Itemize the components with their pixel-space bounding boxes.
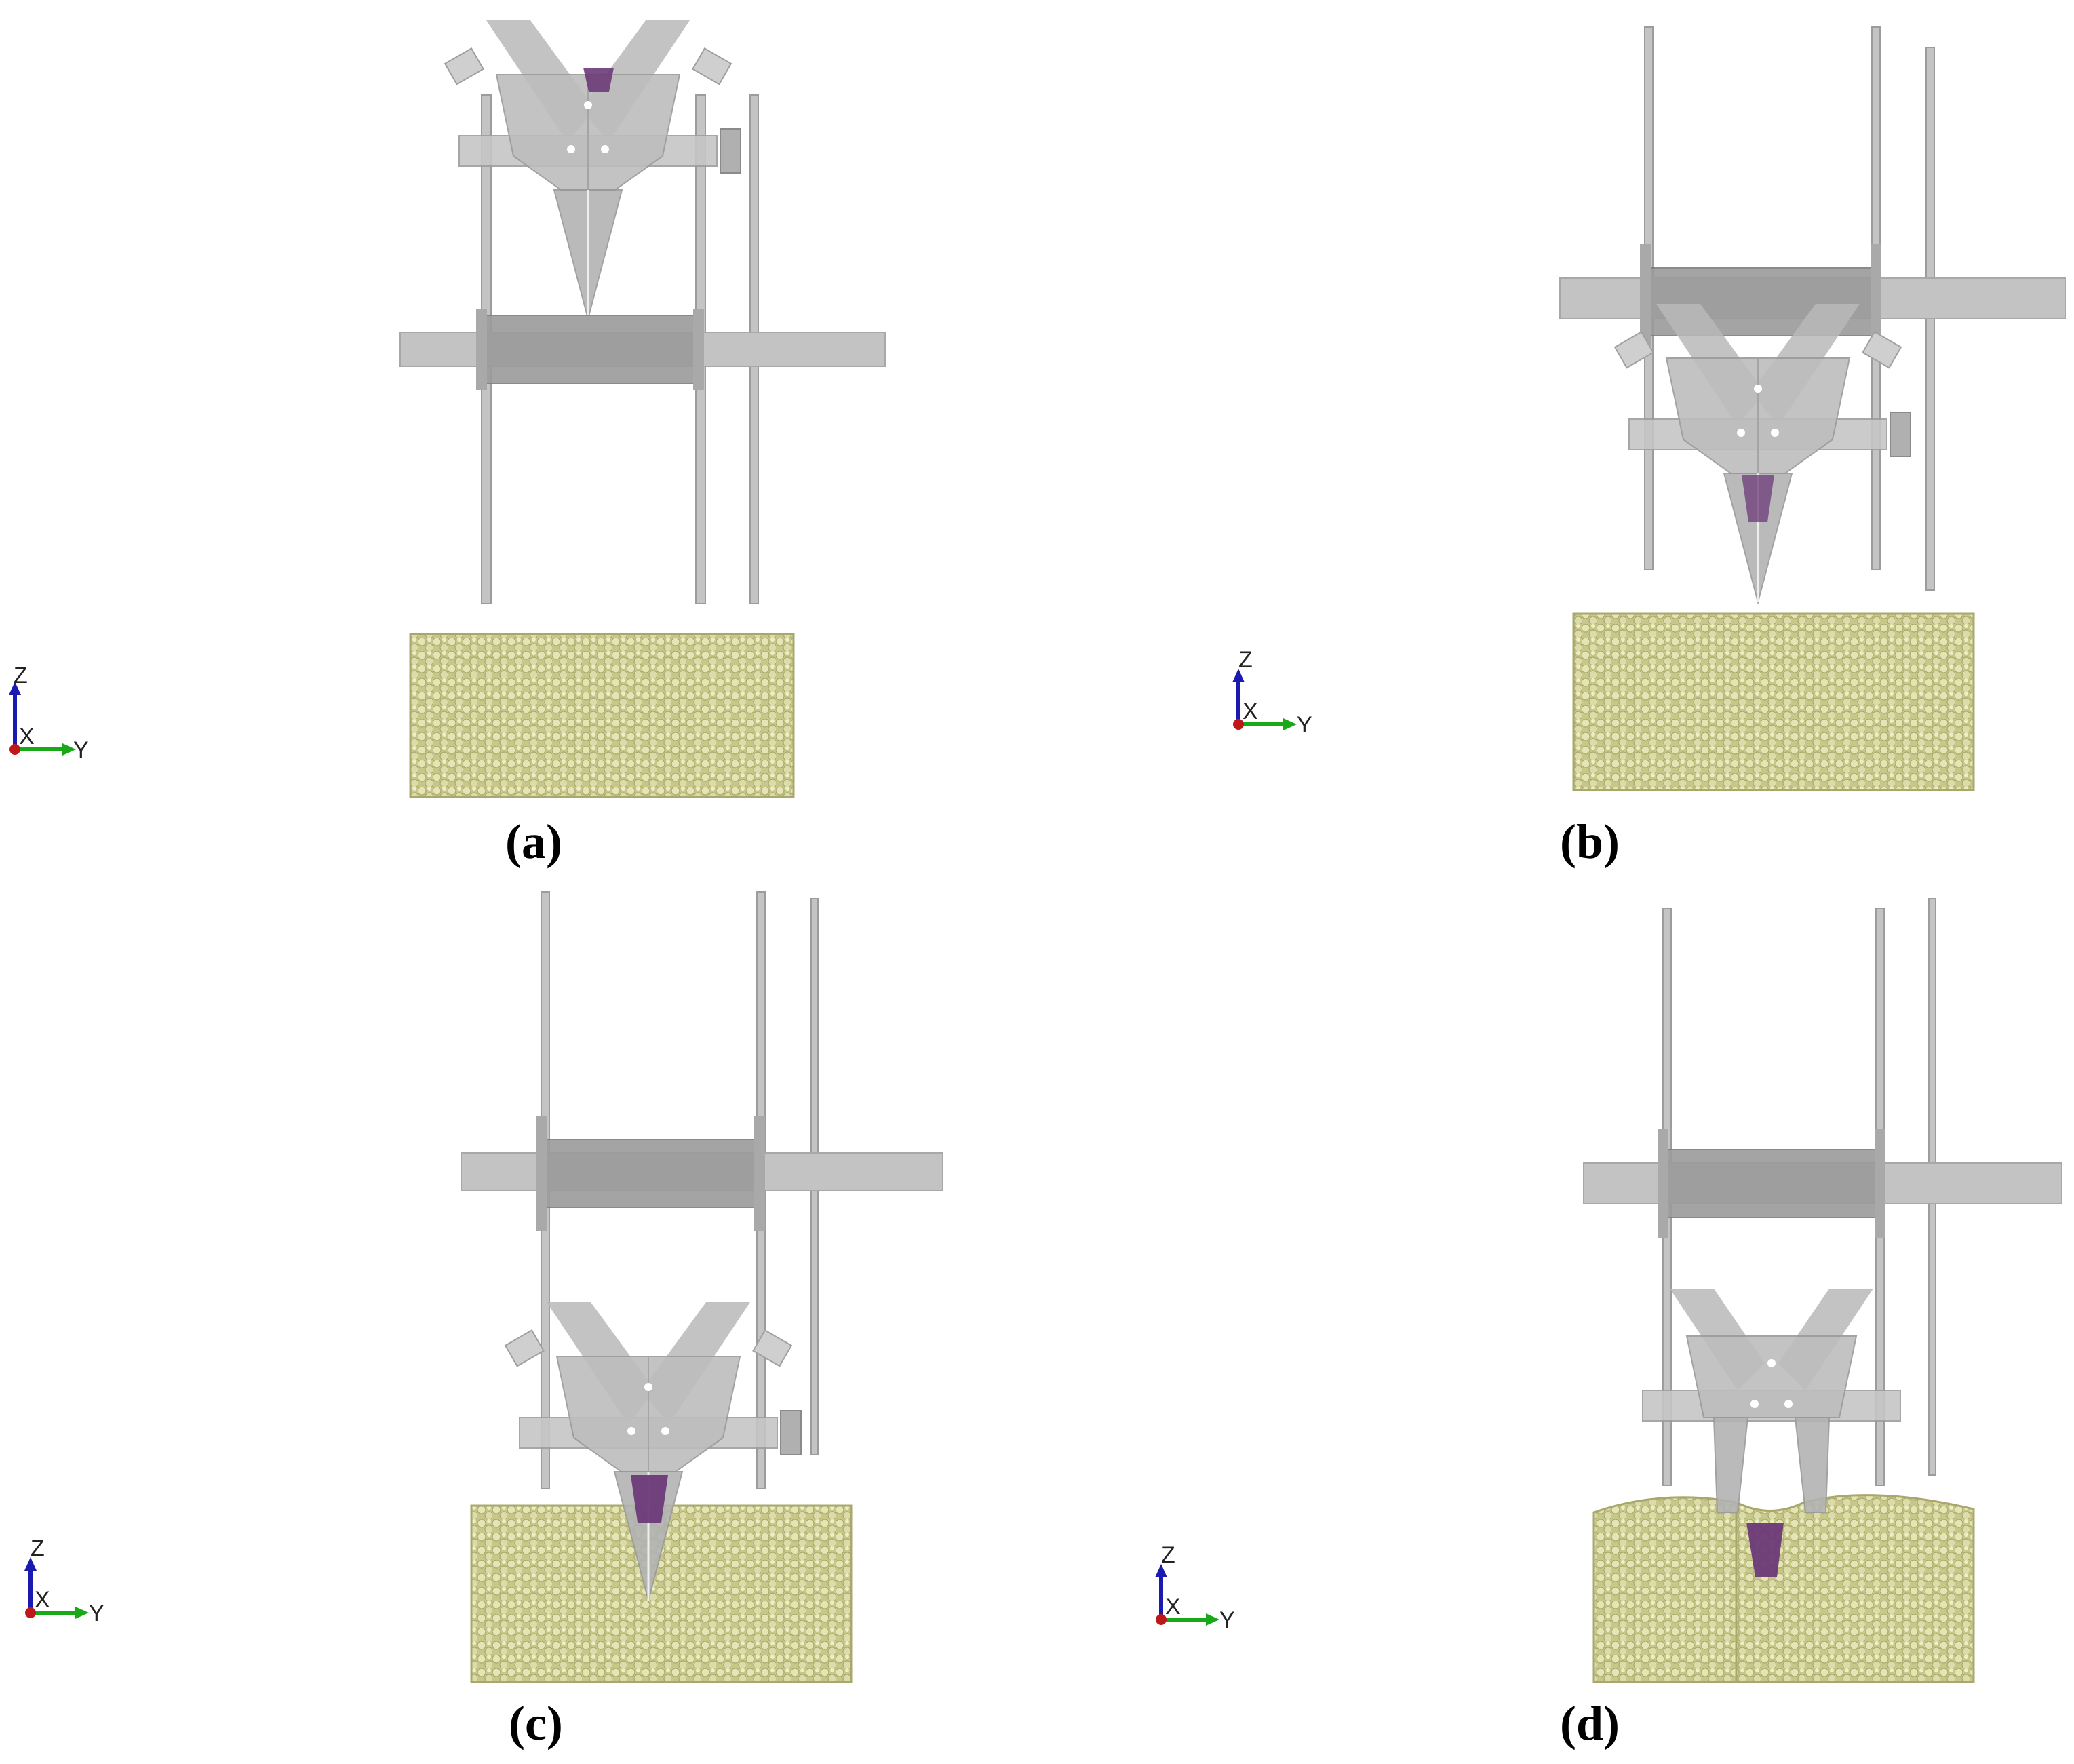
axis-label-z: Z — [31, 1535, 45, 1561]
caption-c: (c) — [509, 1696, 563, 1750]
caption-a: (a) — [505, 815, 562, 869]
axis-label-x: X — [1243, 699, 1258, 724]
axis-label-y: Y — [1219, 1607, 1235, 1633]
axis-label-y: Y — [1297, 712, 1312, 738]
axis-label-x: X — [1165, 1594, 1181, 1620]
caption-d: (d) — [1560, 1696, 1620, 1750]
soil-bin — [1572, 612, 1975, 791]
soil-bin — [409, 633, 795, 798]
panel-d: Z X Y — [1155, 898, 2062, 1683]
axis-label-z: Z — [1238, 647, 1253, 673]
axis-label-z: Z — [14, 663, 28, 688]
axis-label-z: Z — [1161, 1542, 1175, 1568]
caption-b: (b) — [1560, 815, 1620, 869]
panel-b: Z X Y — [1232, 26, 2066, 791]
axis-triad: Z X Y — [24, 1535, 104, 1626]
axis-label-x: X — [19, 724, 35, 749]
axis-triad: Z X Y — [9, 663, 89, 763]
axis-triad: Z X Y — [1232, 647, 1312, 738]
axis-label-y: Y — [73, 737, 89, 763]
axis-label-x: X — [35, 1587, 50, 1613]
panel-a: Z X Y — [9, 19, 886, 798]
axis-label-y: Y — [89, 1601, 104, 1626]
panel-c: Z X Y — [24, 891, 943, 1683]
soil-bin — [470, 1504, 853, 1683]
axis-triad: Z X Y — [1155, 1542, 1235, 1633]
soil-bin — [1592, 1494, 1975, 1683]
